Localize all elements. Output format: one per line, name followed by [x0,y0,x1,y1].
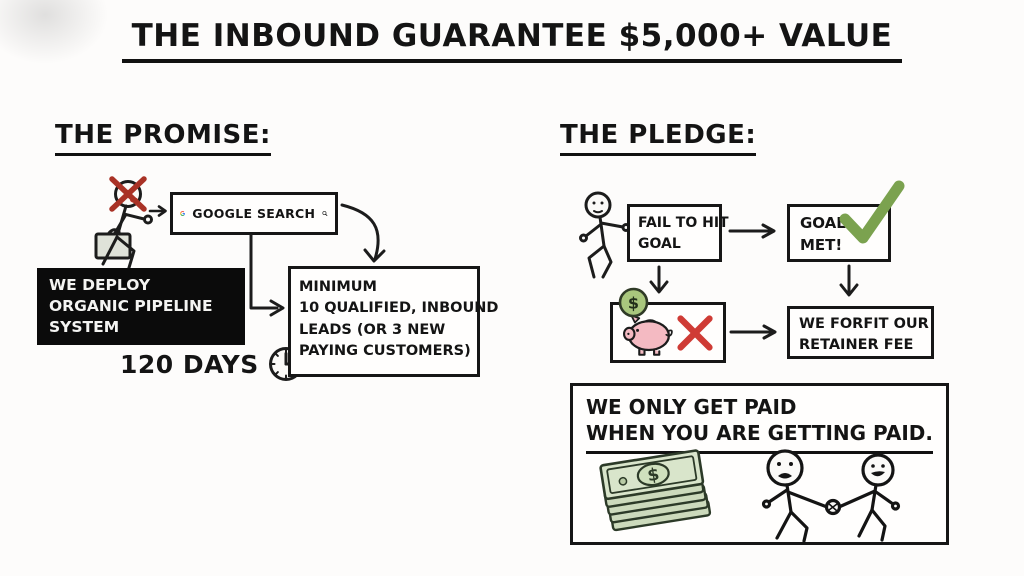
payment-underline [586,450,933,454]
duration-row: 120 DAYS [120,344,306,384]
google-g-icon [180,211,185,216]
page-title-text: THE INBOUND GUARANTEE $5,000+ VALUE [121,18,903,63]
duration-label: 120 DAYS [120,349,259,379]
dollar-coin-icon: $ [618,287,649,318]
arrow-piggy-to-forfeit-icon [729,324,777,340]
deploy-line-3: SYSTEM [49,317,120,336]
minimum-line-3: LEADS (OR 3 NEW [299,321,446,338]
pledge-section-heading: THE PLEDGE: [560,120,757,156]
arrow-figure-to-search-icon [148,205,167,217]
search-icon [322,211,328,216]
piggy-bank-icon [623,314,673,356]
deploy-system-box: WE DEPLOY ORGANIC PIPELINE SYSTEM [37,268,245,345]
payment-line-1: WE ONLY GET PAID [586,395,797,419]
money-stack-icon: $ [599,449,712,532]
coin-dollar-symbol: $ [628,294,639,313]
elbow-arrow-search-to-minimum-icon [249,234,285,317]
fail-line-2: GOAL [638,236,681,252]
deploy-line-2: ORGANIC PIPELINE [49,296,213,315]
payment-line-2: WHEN YOU ARE GETTING PAID. [586,421,933,446]
crossed-out-businessman-icon [94,176,153,273]
google-search-box: GOOGLE SEARCH [170,192,338,235]
stick-figure-icon [579,191,630,279]
arrow-fail-to-goalmet-icon [728,223,776,239]
bill-dollar-symbol: $ [646,465,661,487]
deploy-line-1: WE DEPLOY [49,276,151,294]
red-x-over-head-icon [109,176,147,212]
fail-goal-box: FAIL TO HIT GOAL [627,204,729,262]
minimum-line-1: MINIMUM [299,279,377,295]
promise-section-heading: THE PROMISE: [55,120,271,156]
minimum-leads-box: MINIMUM 10 QUALIFIED, INBOUND LEADS (OR … [288,266,499,377]
goalmet-line-1: GOAL [800,214,846,232]
forfeit-retainer-box: WE FORFIT OUR RETAINER FEE [787,306,934,359]
handshake-figures-icon [761,449,901,543]
google-search-label: GOOGLE SEARCH [192,206,316,221]
goalmet-line-2: MET! [800,235,843,254]
fail-line-1: FAIL TO HIT [638,215,729,231]
curved-arrow-search-to-minimum-icon [340,203,386,263]
forfeit-line-2: RETAINER FEE [799,337,914,354]
arrow-fail-to-piggy-icon [649,265,669,294]
red-x-icon [677,314,713,351]
forfeit-line-1: WE FORFIT OUR [799,316,929,332]
minimum-line-4: PAYING CUSTOMERS) [299,343,471,360]
promise-heading-text: THE PROMISE: [55,120,271,156]
pledge-heading-text: THE PLEDGE: [560,120,757,156]
green-checkmark-icon [839,180,905,244]
page-title: THE INBOUND GUARANTEE $5,000+ VALUE [0,18,1024,63]
payment-guarantee-box: WE ONLY GET PAID WHEN YOU ARE GETTING PA… [570,383,949,545]
minimum-line-2: 10 QUALIFIED, INBOUND [299,300,499,317]
arrow-goalmet-to-forfeit-icon [839,264,859,297]
